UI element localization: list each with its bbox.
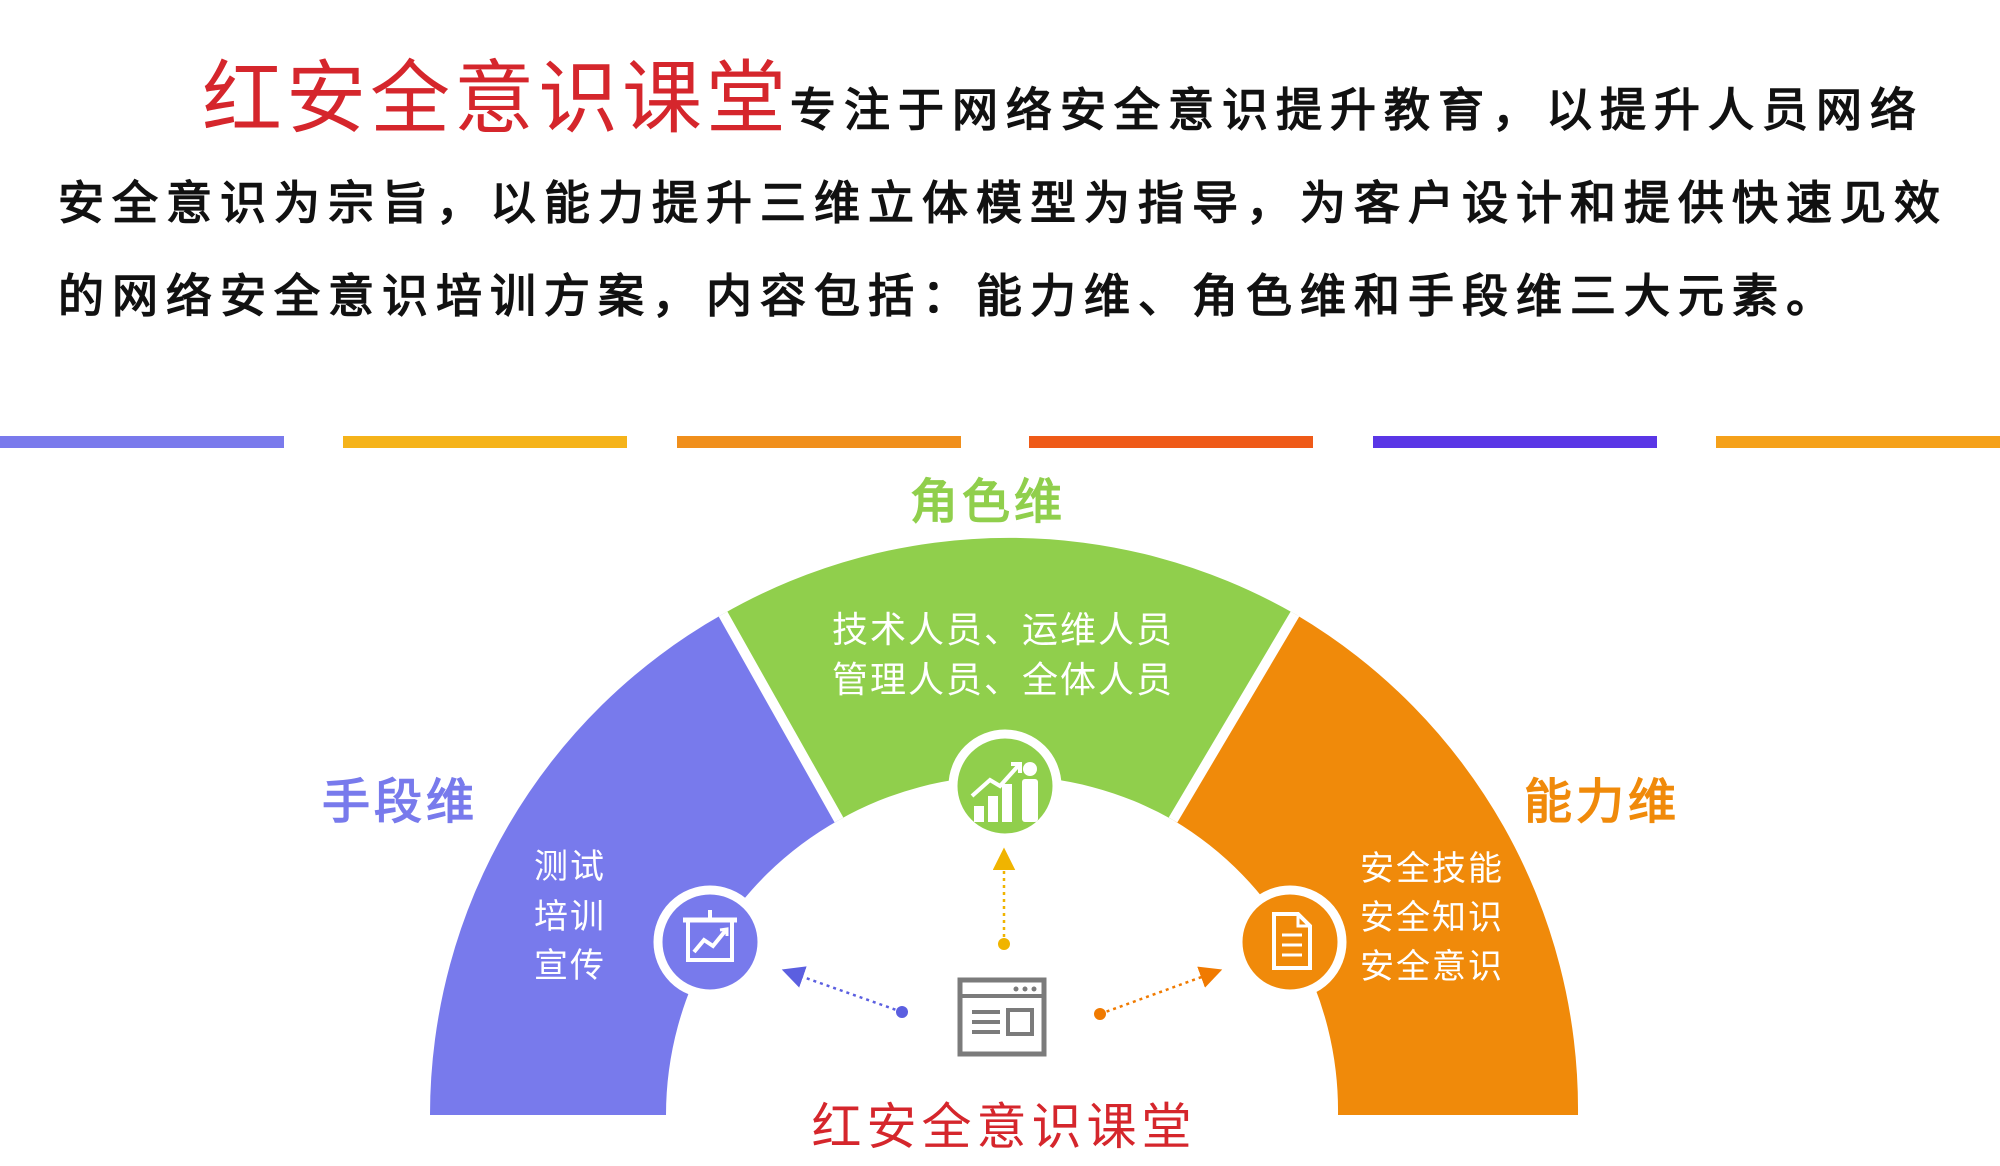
segment-gap-left xyxy=(718,611,844,823)
intro-text: 专注于网络安全意识提升教育，以提升人员网络安全意识为宗旨，以能力提升三维立体模型… xyxy=(58,83,1948,323)
document-icon xyxy=(1233,885,1347,999)
divider-3 xyxy=(677,436,961,448)
intro-paragraph: 红安全意识课堂专注于网络安全意识提升教育，以提升人员网络安全意识为宗旨，以能力提… xyxy=(58,52,1958,343)
color-divider-row xyxy=(0,436,2000,448)
center-label: 红安全意识课堂 xyxy=(812,1098,1197,1156)
presentation-chart-icon xyxy=(653,885,767,999)
divider-6 xyxy=(1716,436,2000,448)
role-item-1: 技术人员、运维人员 xyxy=(832,610,1174,651)
method-title: 手段维 xyxy=(322,774,478,830)
ability-title: 能力维 xyxy=(1524,774,1680,830)
segment-gap-right xyxy=(1168,611,1300,823)
divider-5 xyxy=(1373,436,1657,448)
divider-1 xyxy=(0,436,284,448)
method-segment xyxy=(430,614,839,1115)
method-item-2: 培训 xyxy=(534,897,606,937)
browser-window-icon xyxy=(957,977,1047,1057)
arrow-to-ability xyxy=(1094,966,1223,1020)
method-item-1: 测试 xyxy=(534,847,606,887)
intro-brand: 红安全意识课堂 xyxy=(202,52,790,145)
ability-item-1: 安全技能 xyxy=(1360,849,1504,889)
divider-2 xyxy=(343,436,627,448)
role-segment xyxy=(723,537,1295,820)
divider-4 xyxy=(1029,436,1313,448)
role-item-2: 管理人员、全体人员 xyxy=(832,660,1174,701)
ability-item-3: 安全意识 xyxy=(1360,947,1504,987)
arrow-to-method xyxy=(781,966,908,1018)
ability-segment xyxy=(1173,614,1579,1115)
method-item-3: 宣传 xyxy=(534,946,606,986)
growth-person-icon xyxy=(948,729,1062,843)
ability-item-2: 安全知识 xyxy=(1360,898,1504,938)
role-title: 角色维 xyxy=(910,474,1066,530)
arrow-to-role xyxy=(992,847,1016,950)
